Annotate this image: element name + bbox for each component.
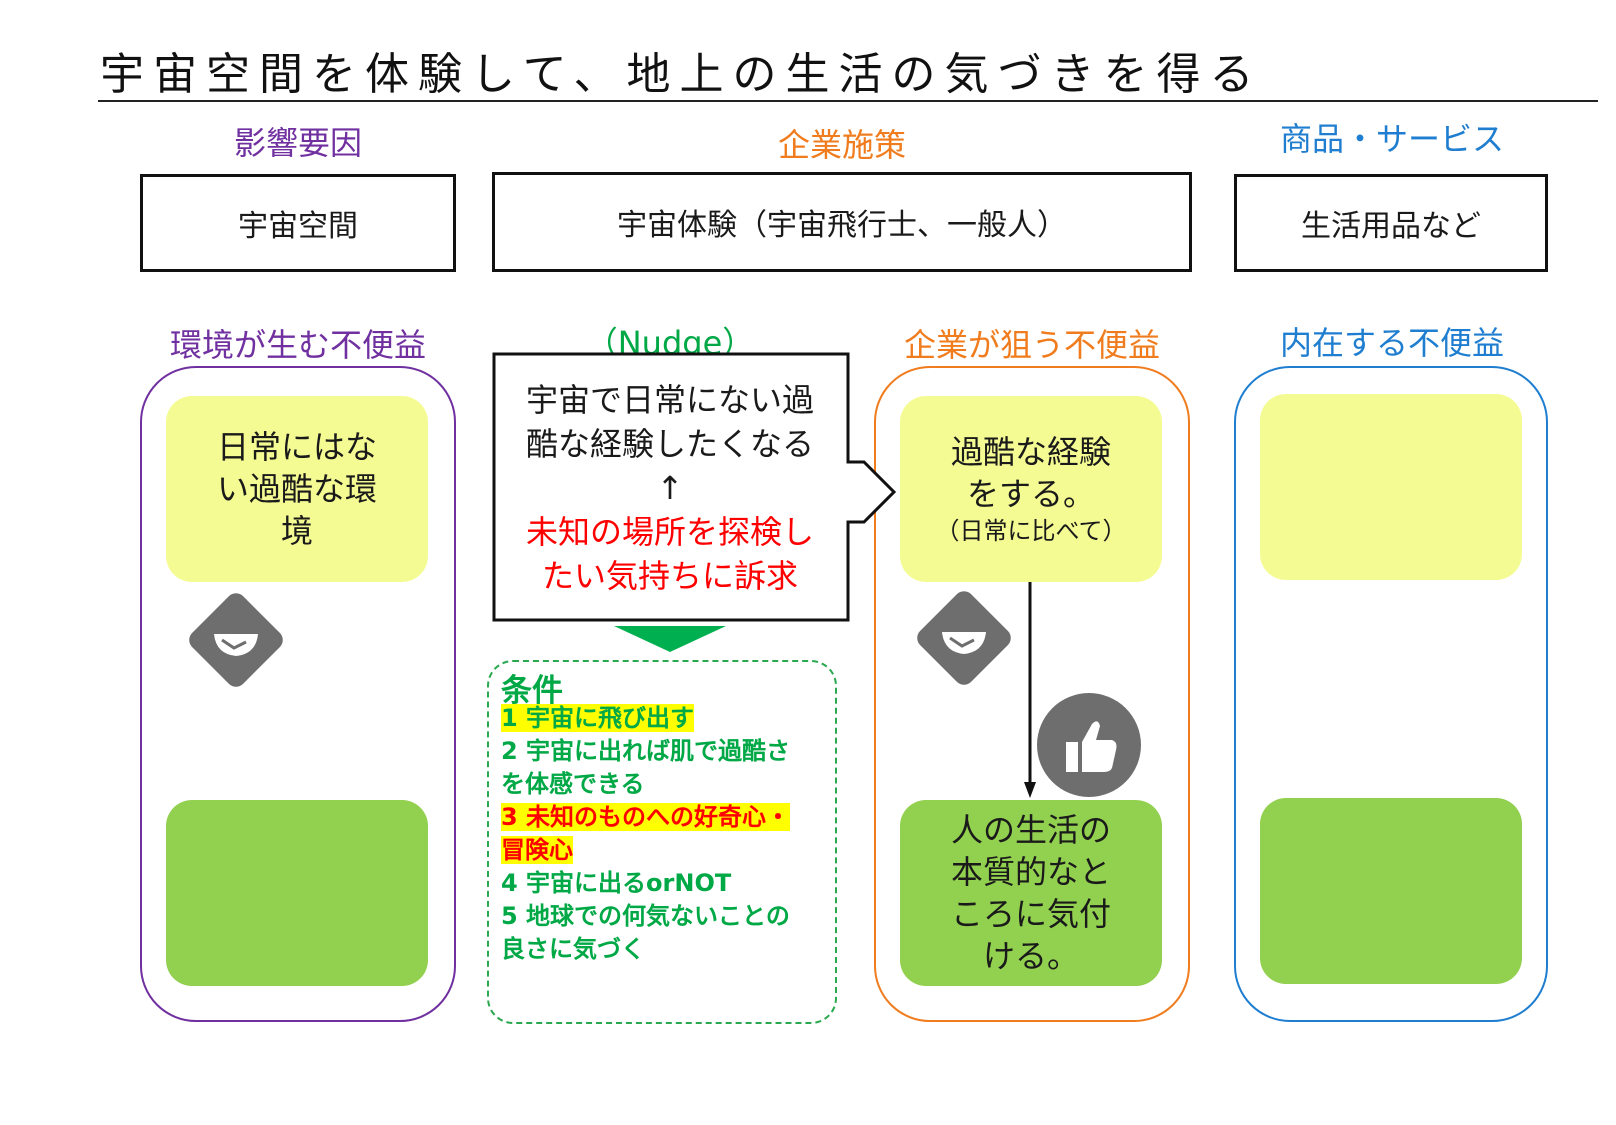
down-arrow bbox=[1024, 582, 1036, 798]
condition-item: 1 宇宙に飛び出す bbox=[501, 704, 695, 732]
callout-line2: 未知の場所を探検し たい気持ちに訴求 bbox=[525, 513, 814, 595]
box-influence: 宇宙空間 bbox=[140, 174, 456, 272]
card-company-bottom: 人の生活の 本質的なと ころに気付 ける。 bbox=[900, 800, 1162, 986]
card-company-top-sub: （日常に比べて） bbox=[935, 517, 1127, 545]
condition-item: 3 未知のものへの好奇心・ 冒険心 bbox=[501, 803, 791, 864]
box-measures: 宇宙体験（宇宙飛行士、一般人） bbox=[492, 172, 1192, 272]
card-inherent-top bbox=[1260, 394, 1522, 580]
card-company-top: 過酷な経験 をする。 （日常に比べて） bbox=[900, 396, 1162, 582]
header-products: 商品・サービス bbox=[1279, 120, 1504, 158]
condition-item: 4 宇宙に出るorNOT bbox=[501, 869, 732, 897]
handshake-icon bbox=[189, 593, 283, 687]
thumbs-up-icon bbox=[1037, 693, 1141, 797]
condition-item: 2 宇宙に出れば肌で過酷さ を体感できる bbox=[501, 737, 791, 798]
callout-line1: 宇宙で日常にない過 酷な経験したくなる bbox=[525, 381, 814, 463]
card-environment-top: 日常にはな い過酷な環 境 bbox=[166, 396, 428, 582]
handshake-icon bbox=[917, 591, 1011, 685]
label-company: 企業が狙う不便益 bbox=[903, 326, 1160, 364]
label-inherent: 内在する不便益 bbox=[1279, 324, 1504, 362]
page-title: 宇宙空間を体験して、地上の生活の気づきを得る bbox=[100, 49, 1263, 100]
header-measures: 企業施策 bbox=[777, 126, 906, 164]
card-inherent-bottom bbox=[1260, 798, 1522, 984]
card-environment-bottom bbox=[166, 800, 428, 986]
callout-arrow: ↑ bbox=[656, 469, 684, 507]
title-underline bbox=[98, 100, 1598, 102]
condition-item: 5 地球での何気ないことの 良さに気づく bbox=[501, 902, 790, 963]
card-company-top-text: 過酷な経験 をする。 bbox=[950, 433, 1111, 513]
green-down-triangle bbox=[614, 626, 726, 652]
nudge-callout-text: 宇宙で日常にない過 酷な経験したくなる ↑ 未知の場所を探検し たい気持ちに訴求 bbox=[500, 378, 840, 598]
nudge-callout-shape bbox=[492, 352, 897, 622]
conditions-list: 1 宇宙に飛び出す 2 宇宙に出れば肌で過酷さ を体感できる 3 未知のものへの… bbox=[501, 702, 841, 966]
label-environment: 環境が生む不便益 bbox=[169, 326, 426, 364]
header-influence: 影響要因 bbox=[233, 124, 362, 162]
conditions-title: 条件 bbox=[501, 673, 563, 709]
box-products: 生活用品など bbox=[1234, 174, 1548, 272]
